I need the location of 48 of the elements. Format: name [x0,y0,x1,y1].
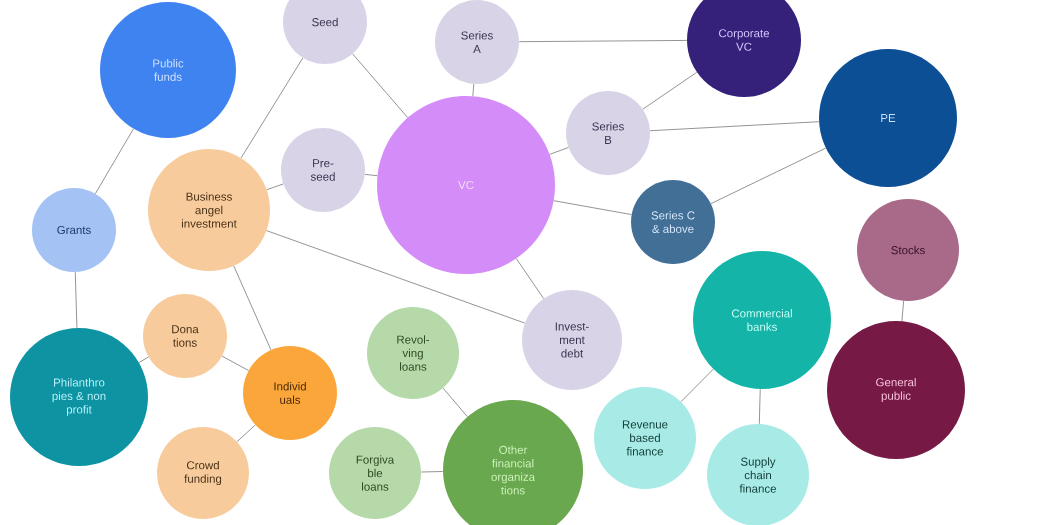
connector-line [352,53,408,118]
connector-line [236,424,256,443]
connector-line [240,57,304,159]
connector-line [710,147,827,204]
bubble: Individ uals [243,346,337,440]
bubble: Seed [283,0,367,64]
bubble: General public [827,321,965,459]
connector-line [420,471,444,473]
bubble: Supply chain finance [707,424,809,525]
bubble: Crowd funding [157,427,249,519]
connector-line [266,230,526,324]
connector-line [901,300,904,322]
connector-line [95,128,134,194]
connector-line [221,355,249,371]
connector-line [553,200,632,215]
bubble: Corporate VC [687,0,801,97]
connector-line [759,388,761,425]
connector-line [680,368,714,402]
connector-line [518,40,688,43]
bubble: VC [377,96,555,274]
bubble: Philanthro pies & non profit [10,328,148,466]
bubble: Series B [566,91,650,175]
bubble: Other financial organiza tions [443,400,583,525]
connector-line [74,271,78,329]
bubble: Business angel investment [148,149,270,271]
connector-line [138,356,149,363]
bubble: Stocks [857,199,959,301]
connector-line [472,83,475,97]
connector-line [364,174,378,177]
connector-line [649,121,820,132]
bubble: Revenue based finance [594,387,696,489]
bubble: Grants [32,188,116,272]
bubble: Revol- ving loans [367,307,459,399]
connector-line [642,71,698,110]
bubble: PE [819,49,957,187]
connector-line [549,147,569,155]
bubble: Public funds [100,2,236,138]
bubble: Pre- seed [281,128,365,212]
bubble: Dona tions [143,294,227,378]
bubble: Invest- ment debt [522,290,622,390]
connector-line [442,387,468,417]
connector-line [266,183,284,191]
connector-line [516,258,544,299]
bubble: Forgiva ble loans [329,427,421,519]
bubble: Series A [435,0,519,84]
connector-line [233,265,272,351]
bubble: Series C & above [631,180,715,264]
bubble: Commercial banks [693,251,831,389]
